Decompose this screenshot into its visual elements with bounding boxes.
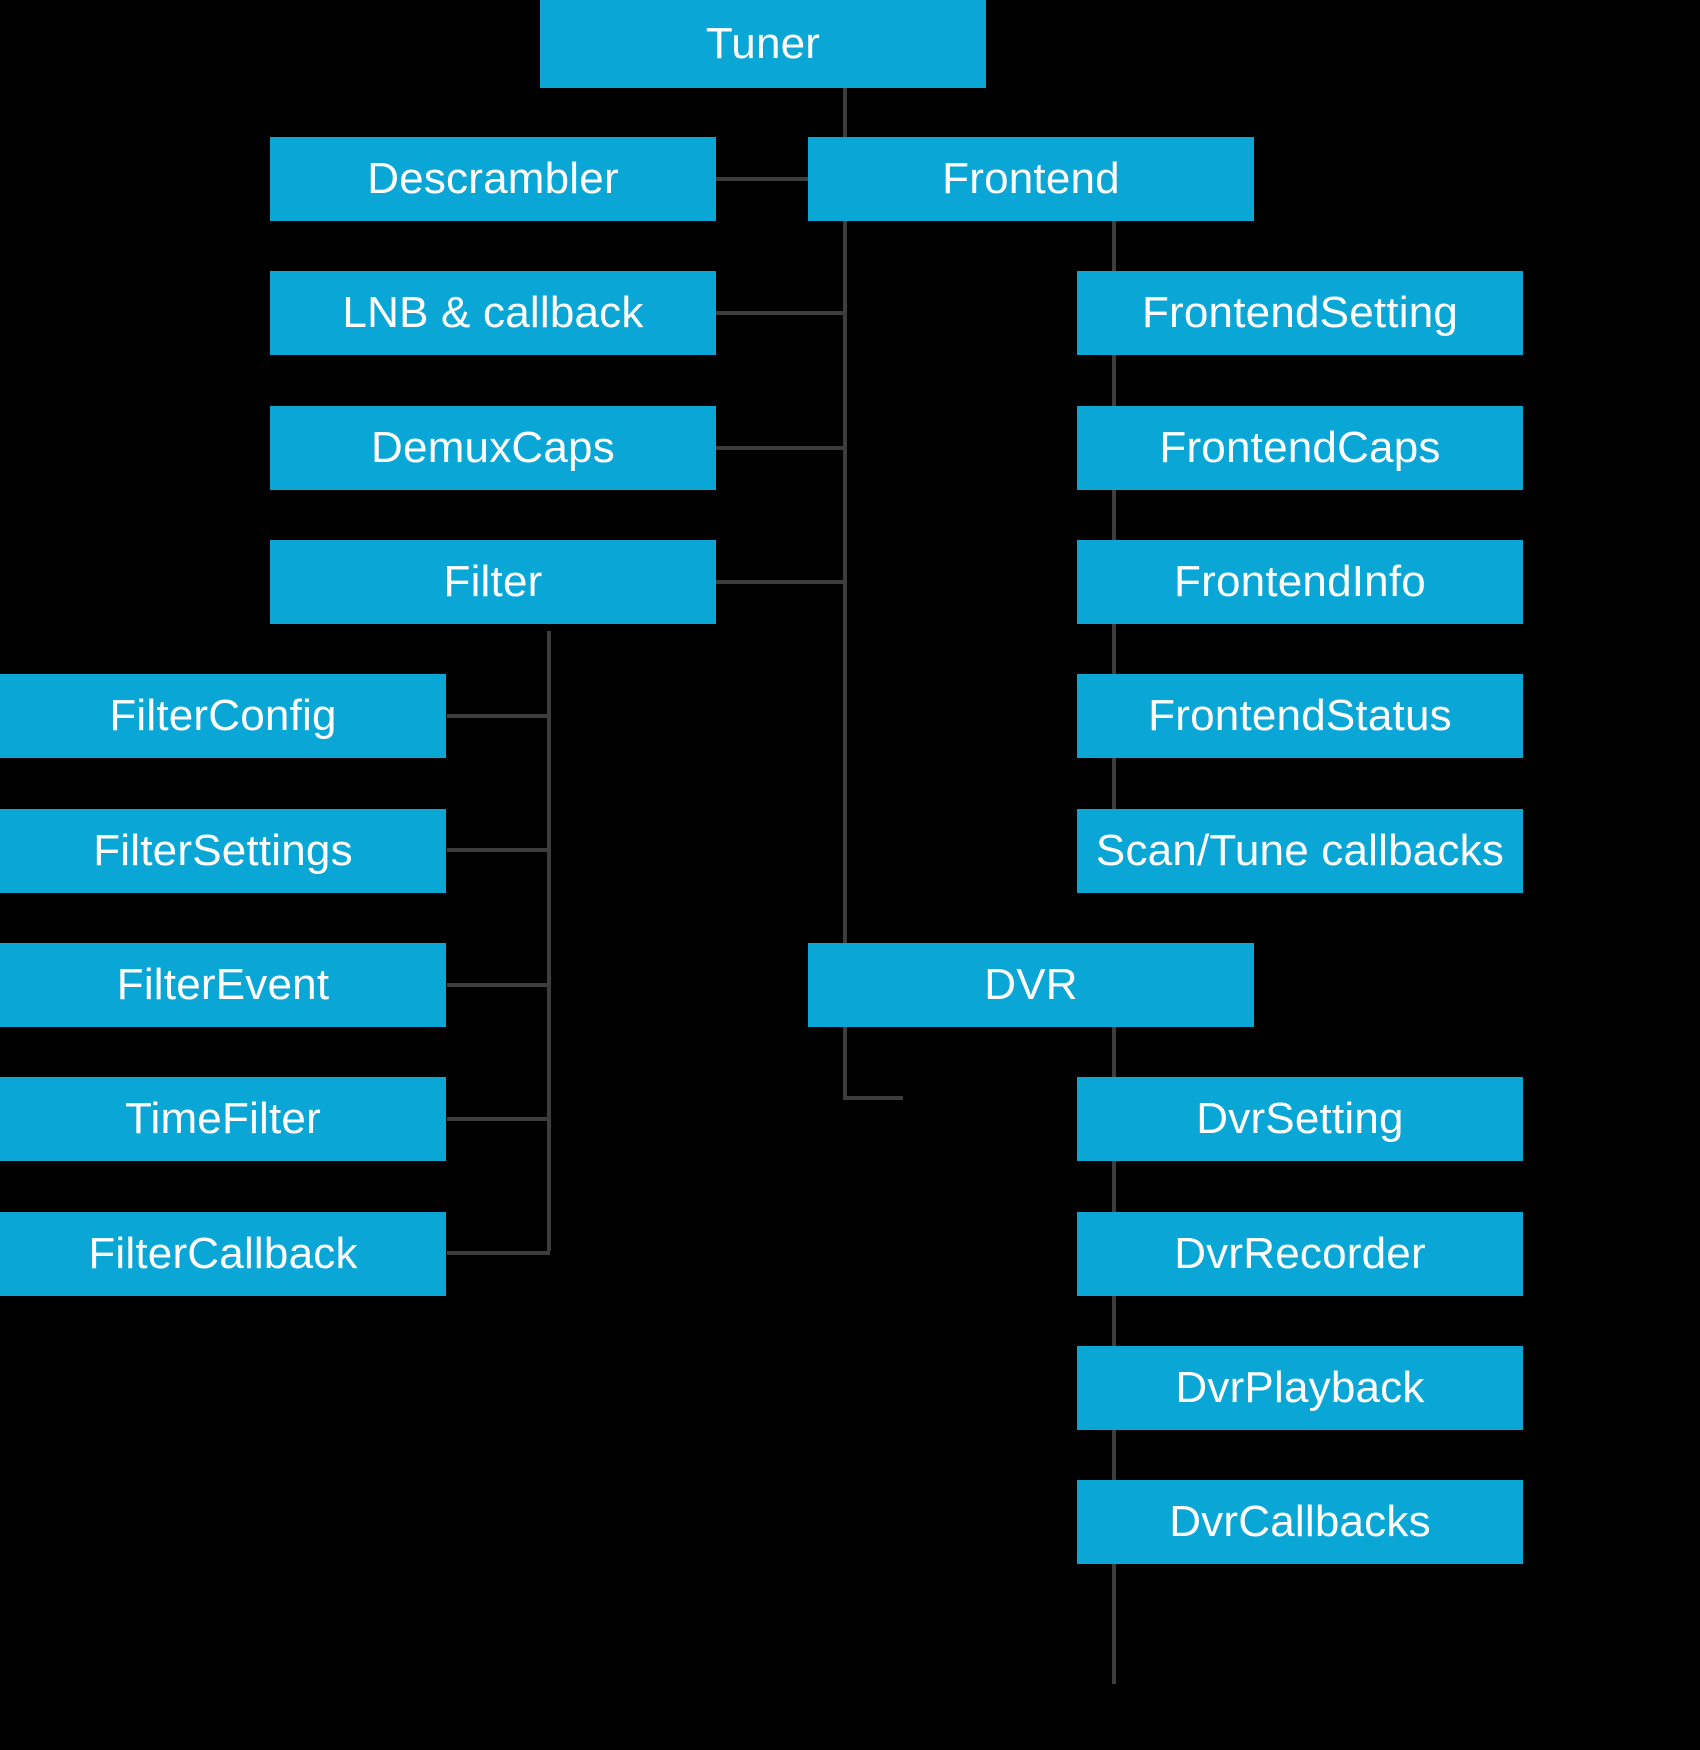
connector-filter-trunk [547,631,551,1251]
node-dvrsetting[interactable]: DvrSetting [1077,1077,1523,1161]
connector-tuner-to-demuxcaps [716,446,845,450]
node-frontendcaps[interactable]: FrontendCaps [1077,406,1523,490]
node-dvrplayback[interactable]: DvrPlayback [1077,1346,1523,1430]
node-filtercallback[interactable]: FilterCallback [0,1212,446,1296]
node-filterconfig[interactable]: FilterConfig [0,674,446,758]
node-demuxcaps[interactable]: DemuxCaps [270,406,716,490]
connector-filter-to-filtersettings [447,848,550,852]
connector-filter-to-timefilter [447,1117,550,1121]
connector-tuner-to-dvr [843,1096,903,1100]
connector-tuner-to-filter [716,580,845,584]
node-scan-tune-callbacks[interactable]: Scan/Tune callbacks [1077,809,1523,893]
node-filter[interactable]: Filter [270,540,716,624]
connector-tuner-to-lnb [716,311,845,315]
node-timefilter[interactable]: TimeFilter [0,1077,446,1161]
connector-filter-to-filterevent [447,983,550,987]
node-dvrcallbacks[interactable]: DvrCallbacks [1077,1480,1523,1564]
node-frontend[interactable]: Frontend [808,137,1254,221]
node-descrambler[interactable]: Descrambler [270,137,716,221]
connector-filter-to-filtercallback [447,1251,550,1255]
connector-tuner-to-descrambler [716,177,845,181]
node-dvrrecorder[interactable]: DvrRecorder [1077,1212,1523,1296]
node-frontendstatus[interactable]: FrontendStatus [1077,674,1523,758]
node-frontendsetting[interactable]: FrontendSetting [1077,271,1523,355]
node-frontendinfo[interactable]: FrontendInfo [1077,540,1523,624]
connector-tuner-trunk [843,88,847,1100]
node-tuner[interactable]: Tuner [540,0,986,88]
node-lnb-callback[interactable]: LNB & callback [270,271,716,355]
node-filtersettings[interactable]: FilterSettings [0,809,446,893]
connector-frontend-trunk [1112,214,1116,851]
connector-filter-to-filterconfig [447,714,550,718]
node-dvr[interactable]: DVR [808,943,1254,1027]
node-filterevent[interactable]: FilterEvent [0,943,446,1027]
